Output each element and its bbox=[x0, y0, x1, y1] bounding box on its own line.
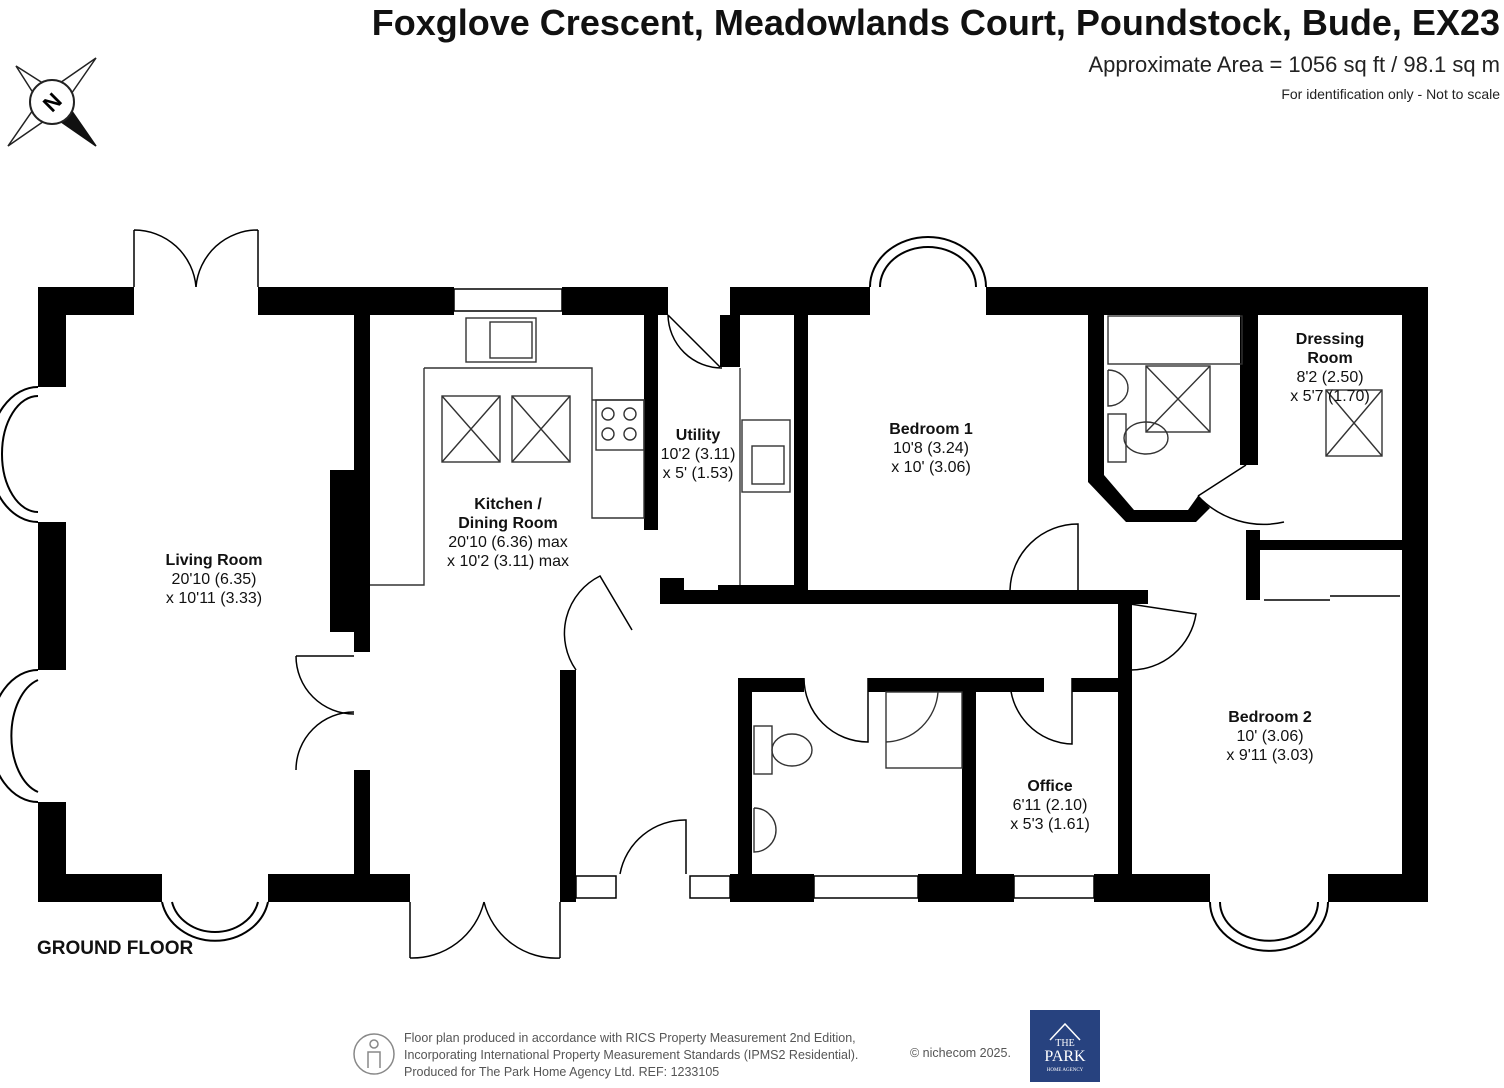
room-dressing-name2: Room bbox=[1307, 350, 1353, 367]
logo-line1: THE bbox=[1055, 1038, 1075, 1049]
room-kitchen-name2: Dining Room bbox=[458, 515, 558, 532]
room-bedroom1-dim2: x 10' (3.06) bbox=[891, 459, 971, 476]
room-kitchen-dim1: 20'10 (6.36) max bbox=[448, 534, 568, 551]
plan-title: Foxglove Crescent, Meadowlands Court, Po… bbox=[371, 2, 1500, 43]
fixtures bbox=[370, 315, 1383, 853]
footer-note: Floor plan produced in accordance with R… bbox=[404, 1030, 858, 1081]
room-office-dim2: x 5'3 (1.61) bbox=[1010, 816, 1090, 833]
logo-line3: HOME AGENCY bbox=[1046, 1068, 1084, 1073]
nichecom-credit: © nichecom 2025. bbox=[910, 1046, 1011, 1060]
compass-icon: N bbox=[7, 57, 97, 147]
room-living-dim1: 20'10 (6.35) bbox=[171, 571, 257, 588]
footer-line3: Produced for The Park Home Agency Ltd. R… bbox=[404, 1065, 720, 1079]
area-summary: Approximate Area = 1056 sq ft / 98.1 sq … bbox=[1088, 52, 1500, 77]
footer-line1: Floor plan produced in accordance with R… bbox=[404, 1031, 856, 1045]
room-living: Living Room 20'10 (6.35) x 10'11 (3.33) bbox=[166, 551, 263, 608]
house-icon bbox=[1049, 1022, 1081, 1041]
room-utility: Utility 10'2 (3.11) x 5' (1.53) bbox=[661, 426, 736, 483]
room-bedroom1-dim1: 10'8 (3.24) bbox=[892, 440, 969, 457]
room-kitchen-dim2: x 10'2 (3.11) max bbox=[447, 553, 569, 570]
room-kitchen-name1: Kitchen / bbox=[474, 496, 542, 513]
room-bedroom1-name: Bedroom 1 bbox=[889, 421, 973, 438]
doors bbox=[133, 229, 1400, 959]
ensuite-walls bbox=[1088, 475, 1210, 522]
room-bedroom2: Bedroom 2 10' (3.06) x 9'11 (3.03) bbox=[1226, 708, 1313, 765]
room-living-name: Living Room bbox=[165, 552, 263, 569]
room-bedroom1: Bedroom 1 10'8 (3.24) x 10' (3.06) bbox=[889, 420, 973, 477]
identification-note: For identification only - Not to scale bbox=[1281, 86, 1500, 102]
room-dressing-name1: Dressing bbox=[1295, 331, 1365, 348]
walls bbox=[38, 287, 1428, 902]
agency-logo: THE PARK HOME AGENCY bbox=[1030, 1010, 1100, 1082]
room-bedroom2-dim1: 10' (3.06) bbox=[1236, 728, 1304, 745]
logo-line2: PARK bbox=[1044, 1048, 1086, 1065]
room-office-name: Office bbox=[1027, 778, 1073, 795]
room-utility-name: Utility bbox=[675, 427, 721, 444]
room-dressing: Dressing Room 8'2 (2.50) x 5'7 (1.70) bbox=[1290, 330, 1370, 406]
room-office: Office 6'11 (2.10) x 5'3 (1.61) bbox=[1010, 777, 1090, 834]
window-bays bbox=[0, 236, 1329, 952]
room-dressing-dim2: x 5'7 (1.70) bbox=[1290, 388, 1370, 405]
room-utility-dim1: 10'2 (3.11) bbox=[660, 446, 736, 463]
room-bedroom2-name: Bedroom 2 bbox=[1228, 709, 1312, 726]
room-bedroom2-dim2: x 9'11 (3.03) bbox=[1226, 747, 1314, 764]
room-living-dim2: x 10'11 (3.33) bbox=[165, 590, 263, 607]
room-office-dim1: 6'11 (2.10) bbox=[1012, 797, 1088, 814]
room-utility-dim2: x 5' (1.53) bbox=[662, 465, 734, 482]
windows bbox=[453, 288, 1095, 899]
room-kitchen: Kitchen / Dining Room 20'10 (6.36) max x… bbox=[447, 495, 569, 571]
floor-label: GROUND FLOOR bbox=[37, 938, 194, 959]
room-dressing-dim1: 8'2 (2.50) bbox=[1296, 369, 1364, 386]
person-icon bbox=[353, 1033, 395, 1075]
footer-line2: Incorporating International Property Mea… bbox=[404, 1048, 859, 1062]
